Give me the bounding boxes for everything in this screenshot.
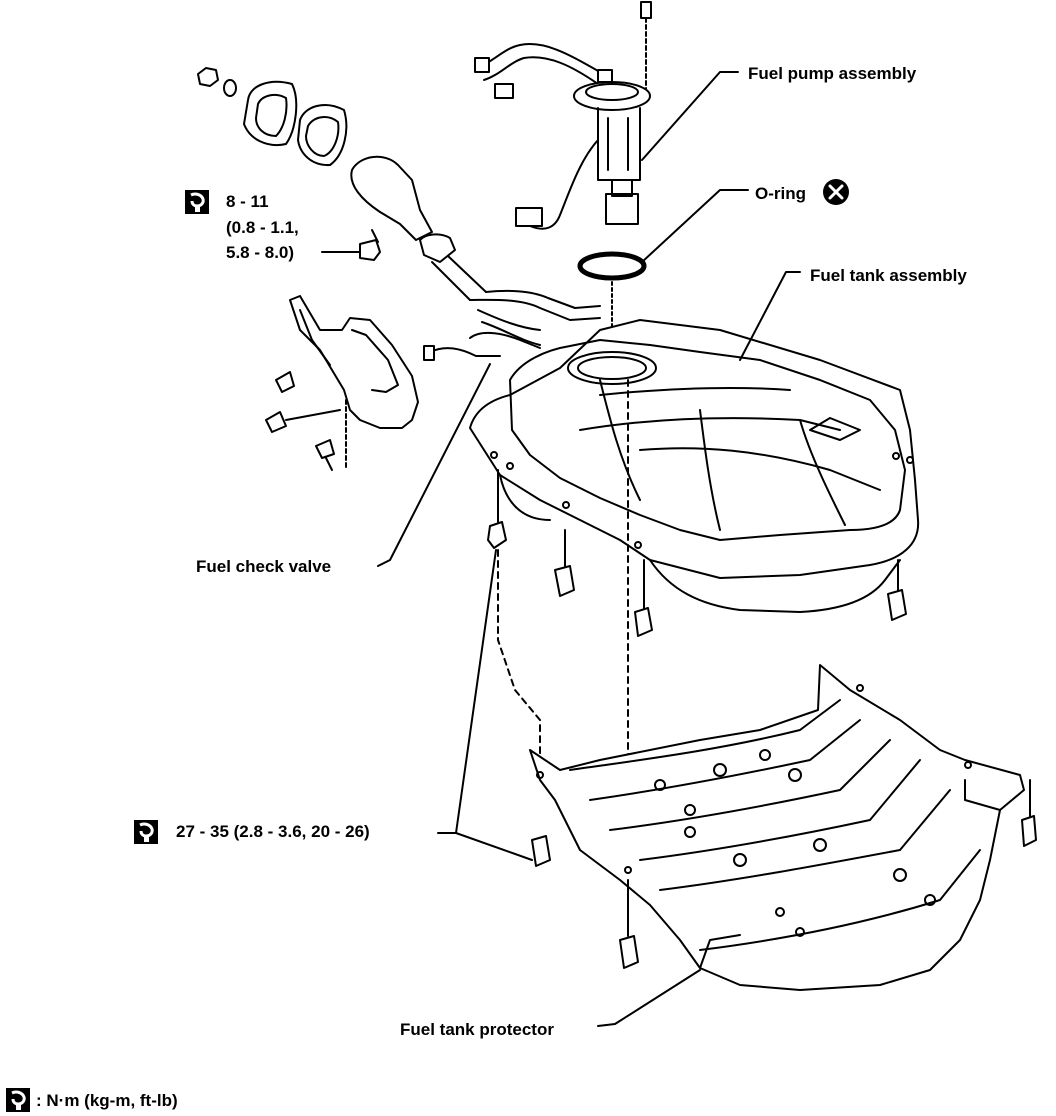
label-fuel-pump-assembly: Fuel pump assembly [748,64,917,83]
torque-filler-line2: (0.8 - 1.1, [226,218,299,237]
label-o-ring: O-ring [755,184,806,203]
torque-wrench-icon [6,1088,30,1112]
filler-bracket [265,295,419,471]
torque-wrench-icon [185,190,209,214]
x-circle-icon [823,179,849,205]
label-fuel-tank-protector: Fuel tank protector [400,1020,554,1039]
torque-wrench-icon [134,820,158,844]
torque-filler-line1: 8 - 11 [226,192,269,211]
o-ring-part [577,251,647,281]
leader-lines [377,71,801,1027]
fuel-tank-protector-part [529,664,1037,991]
label-fuel-check-valve: Fuel check valve [196,557,332,576]
fuel-tank-part [469,319,920,613]
torque-filler-line3: 5.8 - 8.0) [226,243,295,262]
torque-tank-bolts: 27 - 35 (2.8 - 3.6, 20 - 26) [176,822,370,841]
filler-bolt [321,229,381,261]
filler-parts [197,67,487,301]
label-fuel-tank-assembly: Fuel tank assembly [810,266,967,285]
fuel-pump-assembly-part [474,1,652,230]
hoses [423,289,601,361]
legend-units: : N·m (kg-m, ft-lb) [36,1091,178,1110]
